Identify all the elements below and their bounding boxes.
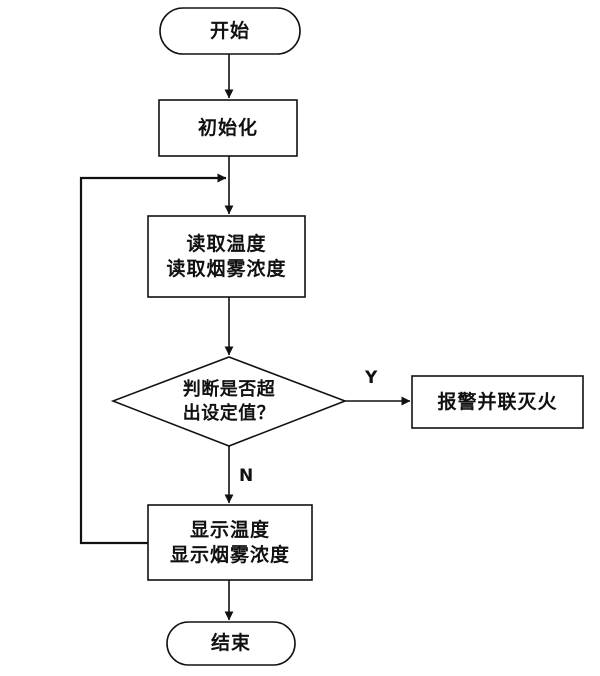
- connector-feedback-loop: [79, 173, 227, 545]
- branch-label-no: N: [239, 466, 254, 486]
- node-init-shape: [158, 99, 298, 157]
- branch-label-yes: Y: [365, 368, 378, 388]
- node-alarm-shape: [411, 375, 584, 429]
- node-decision-shape: [110, 356, 348, 447]
- node-display-shape: [147, 504, 313, 581]
- node-read-shape: [147, 215, 306, 298]
- node-end-shape: [166, 621, 296, 666]
- node-start-shape: [159, 7, 301, 55]
